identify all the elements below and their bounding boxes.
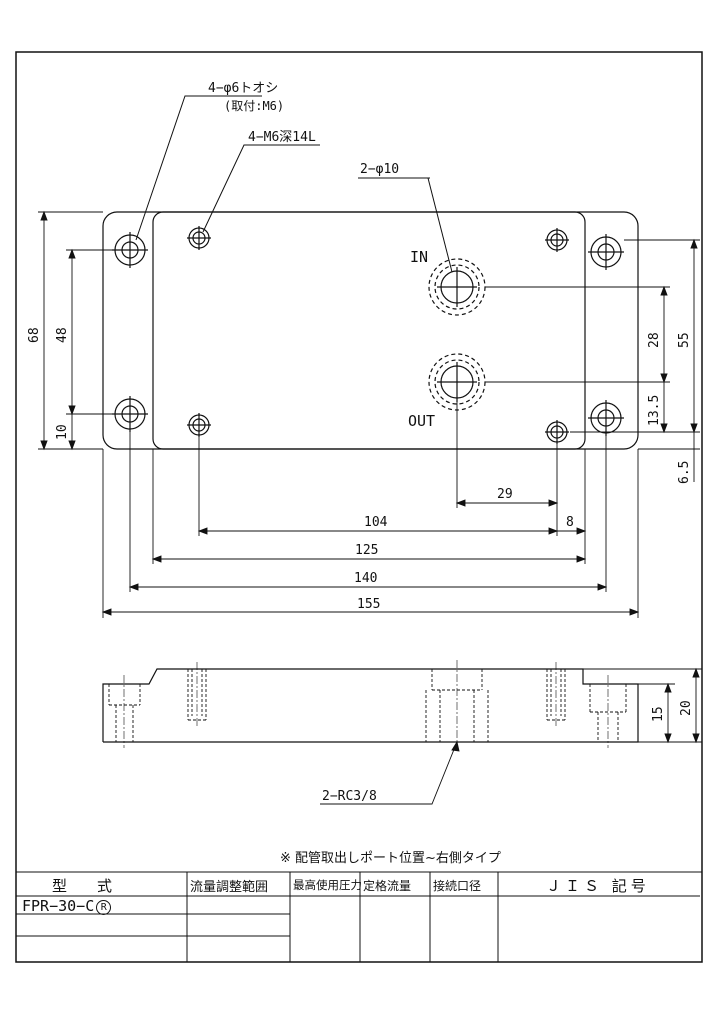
dim-68: 68: [27, 327, 42, 343]
callout-tapped-hole: 4−M6深14L: [248, 130, 316, 145]
raised-block-outline: [152, 211, 586, 450]
leader-lines: [135, 95, 453, 273]
label-port-in: IN: [410, 248, 428, 266]
sheet-border: [15, 51, 703, 963]
dim-48: 48: [55, 327, 70, 343]
dim-155: 155: [357, 597, 380, 612]
top-view-labels: 4−φ6トオシ (取付:M6) 4−M6深14L 2−φ10 IN OUT 15…: [27, 81, 692, 612]
title-block-grid: [16, 871, 702, 962]
tapped-hole: [187, 413, 211, 437]
side-view-labels: 20 15 2−RC3/8: [322, 700, 694, 804]
tapped-hole: [545, 420, 569, 444]
dim-20: 20: [679, 700, 694, 716]
dim-55: 55: [677, 332, 692, 348]
dim-125: 125: [355, 543, 378, 558]
dim-15: 15: [651, 706, 666, 722]
header-rated-flow: 定格流量: [363, 879, 412, 893]
header-max-pressure: 最高使用圧力: [293, 878, 362, 892]
callout-through-hole: 4−φ6トオシ: [208, 81, 278, 96]
dim-140: 140: [354, 571, 377, 586]
port-out: [428, 353, 486, 411]
port-position-note: ※ 配管取出しポート位置~右側タイプ: [280, 851, 501, 866]
side-view: [102, 660, 639, 748]
side-profile: [102, 668, 639, 743]
tapped-hole: [187, 226, 211, 250]
side-view-dimensions: [320, 667, 702, 805]
callout-port-thread: 2−RC3/8: [322, 789, 377, 804]
callout-through-hole-note: (取付:M6): [224, 99, 284, 113]
through-hole: [112, 232, 148, 268]
through-hole: [112, 396, 148, 432]
model-suffix: R: [100, 902, 107, 913]
base-plate-outline: [102, 211, 639, 450]
header-model: 型 式: [52, 877, 113, 895]
through-hole: [588, 234, 624, 270]
model-value: FPR−30−C R: [22, 897, 112, 915]
header-flow-range: 流量調整範囲: [190, 880, 269, 895]
dim-28: 28: [647, 332, 662, 348]
tapped-hole: [545, 228, 569, 252]
model-value-text: FPR−30−C: [22, 897, 95, 915]
dim-10: 10: [55, 424, 70, 440]
dim-8: 8: [566, 515, 574, 530]
dim-29: 29: [497, 487, 513, 502]
dim-6-5: 6.5: [677, 461, 692, 484]
port-in: [428, 258, 486, 316]
title-block: 型 式 流量調整範囲 最高使用圧力 定格流量 接続口径 ＪＩＳ 記号 FPR−3…: [16, 872, 702, 962]
top-view: [102, 211, 639, 450]
label-port-out: OUT: [408, 412, 435, 430]
dim-13-5: 13.5: [647, 395, 662, 426]
through-hole: [588, 400, 624, 436]
header-port-size: 接続口径: [433, 879, 482, 893]
dimension-lines: [38, 210, 700, 618]
header-jis-symbol: ＪＩＳ 記号: [546, 877, 650, 895]
callout-port-hole: 2−φ10: [360, 162, 399, 177]
dim-104: 104: [364, 515, 388, 530]
model-suffix-badge: R: [96, 900, 112, 915]
